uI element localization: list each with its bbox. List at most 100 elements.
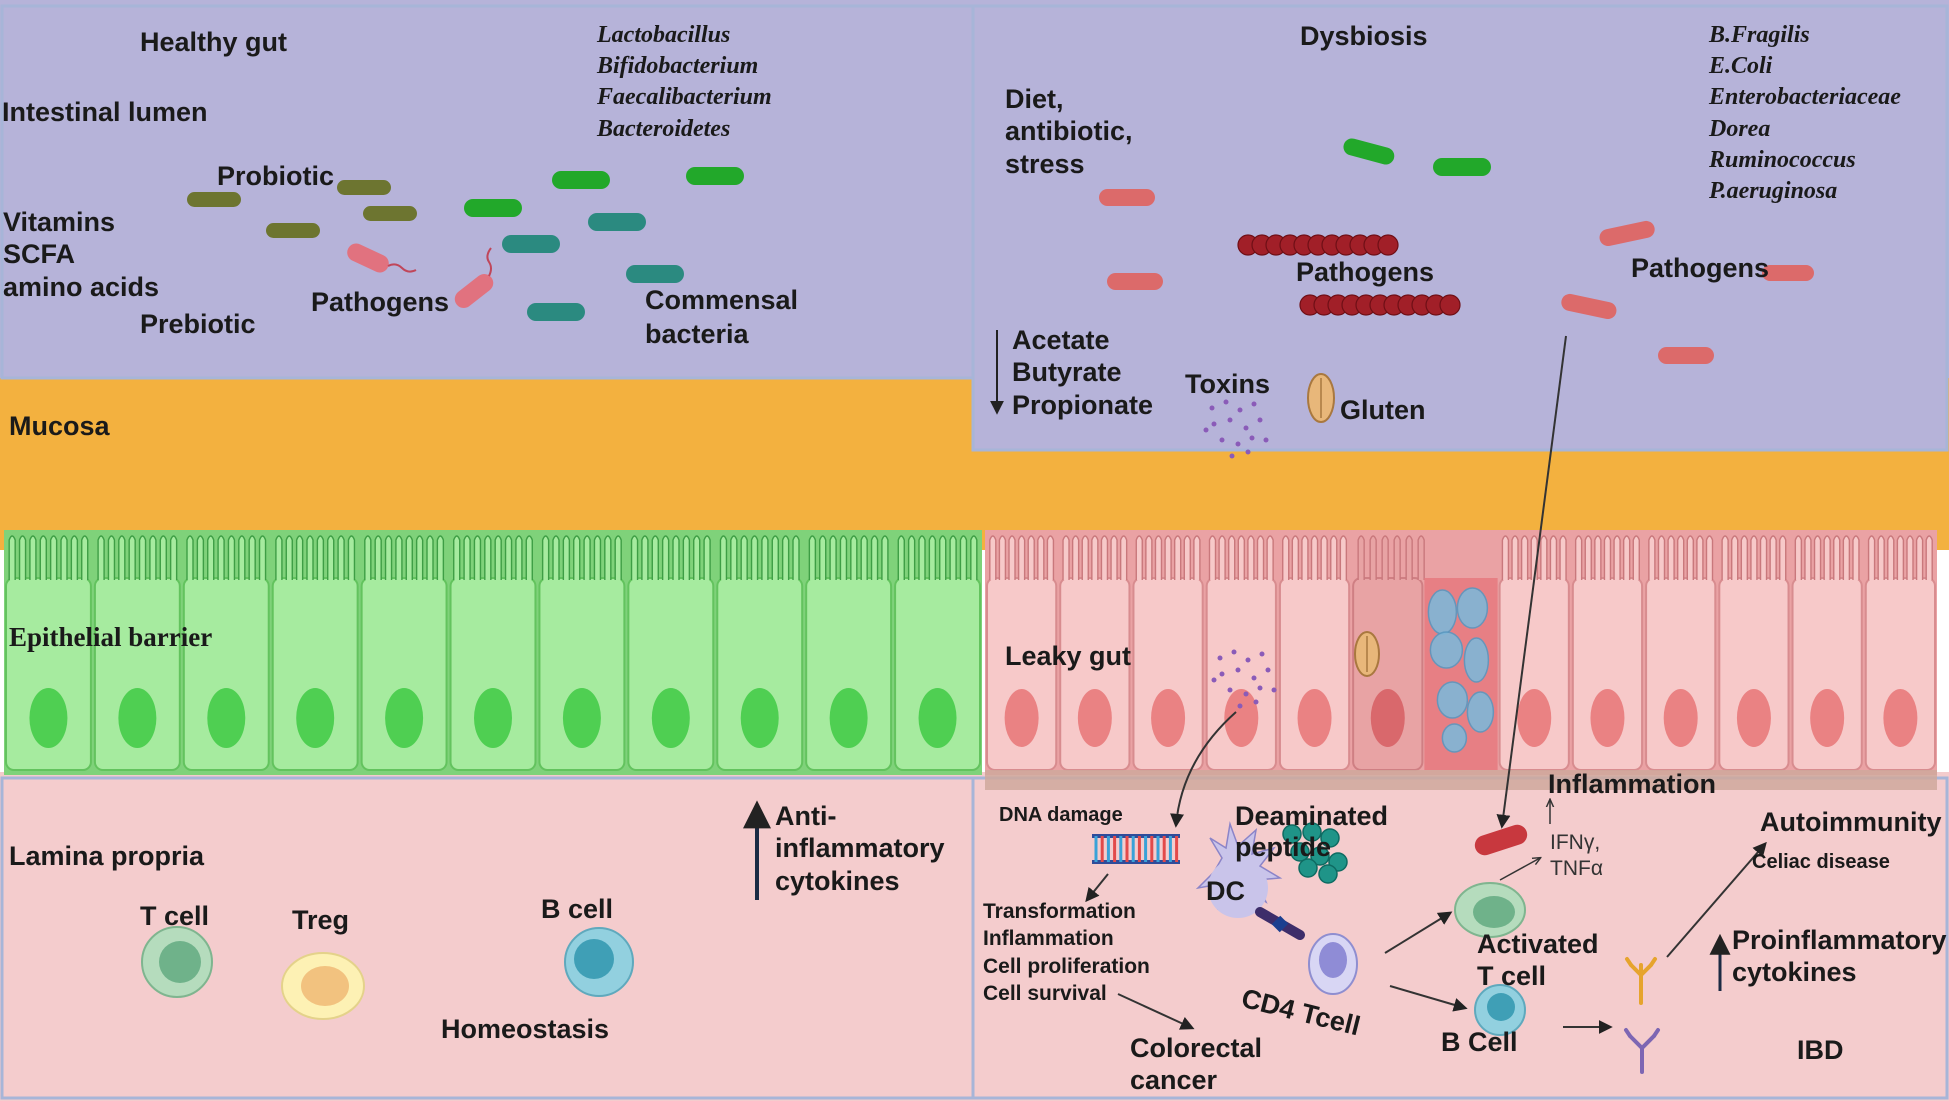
toxin-dot [1229,453,1235,459]
toxin-dot [1237,407,1243,413]
leaky-gut-label: Leaky gut [1005,641,1132,671]
streptococcus-bead [1439,294,1461,316]
healthy-cell-nucleus [118,688,157,748]
tnf-alpha: TNFα [1550,857,1603,881]
species-bacteroidetes: Bacteroidetes [597,115,731,142]
toxin-to-dna-arrow [1170,711,1237,828]
toxin-dot [1249,435,1255,441]
epithelial-barrier-label: Epithelial barrier [9,622,213,652]
toxin-dot [1209,405,1215,411]
commensal-bacteria [464,167,744,321]
scfa-label: Acetate Butyrate Propionate [1012,324,1153,421]
microvilli [1574,535,1640,580]
anti-line-2: inflammatory [775,833,945,864]
healthy-cell-nucleus [296,688,335,748]
species-lactobacillus: Lactobacillus [597,22,731,48]
healthy-cell-nucleus [474,688,512,748]
leaky-cell-nucleus [1663,689,1698,747]
scfa-acetate: Acetate [1012,325,1110,355]
microvilli [364,535,445,580]
deaminated-line-1: Deaminated [1235,801,1389,831]
peptide-bead [1282,824,1302,844]
microvilli [1135,535,1201,580]
healthy-gut-title: Healthy gut [140,27,288,57]
toxin-dot [1251,401,1257,407]
nutrients-label: Vitamins SCFA amino acids [3,206,159,303]
antibody-icon-orange [1625,957,1657,1005]
dendritic-cell-icon [1195,821,1283,918]
microvilli [97,535,178,580]
toxin-dot [1257,685,1263,691]
toxin-dot [1227,687,1233,693]
invading-microbe [1441,723,1468,753]
species-dorea: Dorea [1709,115,1771,142]
nutrient-scfa: SCFA [3,239,76,270]
dna-damage-label: DNA damage [999,804,1123,826]
activated-to-inflammation-arrow [1499,858,1540,881]
healthy-epithelial-cell [627,577,715,771]
effect-transformation: Transformation [983,900,1136,923]
cd4-to-bcell-arrow [1389,985,1468,1012]
deaminated-line-2: peptide [1235,832,1332,863]
toxin-dot [1223,399,1229,405]
leaky-cell-nucleus [1883,689,1918,747]
colorectal-line-2: cancer [1130,1065,1218,1096]
healthy-pathogens-label: Pathogens [311,287,450,317]
species-e-coli: E.Coli [1709,53,1773,80]
pathogen-invasion-arrow [1496,335,1567,829]
survival-to-cancer-arrow [1117,993,1195,1030]
toxin-dot [1237,703,1243,709]
toxin-dot [1263,437,1269,443]
leaky-cell-nucleus [1517,689,1552,747]
dna-effects-label: Transformation Inflammation Cell prolife… [983,898,1150,1007]
mhc-tcr-complex [1255,907,1305,940]
ibd-label: IBD [1797,1035,1844,1065]
species-ruminococcus: Ruminococcus [1709,146,1856,173]
proinflammatory-cytokines-label: Proinflammatory cytokines [1732,924,1947,989]
healthy-cell-nucleus [385,688,424,748]
inflammation-label: Inflammation [1548,769,1717,799]
microvilli [1721,535,1787,580]
b-cell-dysbiosis-label: B Cell [1441,1027,1518,1057]
deaminated-peptide-label: Deaminated peptide [1235,801,1388,863]
dc-label: DC [1206,876,1245,906]
healthy-cell-nucleus [207,688,246,748]
damaged-cell-nucleus [1370,689,1405,747]
anti-line-1: Anti- [775,801,837,831]
healthy-cell-nucleus [562,688,601,748]
dysbiosis-species-list: B.Fragilis E.Coli Enterobacteriaceae Dor… [1709,20,1901,207]
healthy-cell-nucleus [918,688,957,748]
peptide-bead [1302,822,1322,842]
species-b-fragilis: B.Fragilis [1709,22,1810,48]
leaky-cell-nucleus [1004,689,1039,747]
commensal-line-1: Commensal [645,285,799,315]
toxin-dot [1211,421,1217,427]
cd4-t-cell-icon [1308,933,1358,995]
leaky-cell-nucleus [1077,689,1112,747]
anti-line-3: cytokines [775,865,900,896]
microvilli [186,535,267,580]
healthy-epithelial-cell [360,577,448,771]
basement-membrane [985,770,1937,790]
colorectal-cancer-label: Colorectal cancer [1130,1032,1262,1097]
pathogens-right-label: Pathogens [1631,253,1770,283]
cytokine-ifn-tnf-label: IFNγ, TNFα [1550,830,1603,883]
streptococcus-chains [1237,234,1461,316]
scfa-butyrate: Butyrate [1012,357,1122,388]
lamina-propria-label: Lamina propria [9,841,205,871]
peptide-bead [1298,858,1318,878]
autoimmunity-label: Autoimmunity [1760,807,1942,837]
healthy-epithelial-cell [271,577,359,771]
gluten-label: Gluten [1340,395,1426,425]
activated-line-1: Activated [1477,929,1599,959]
effect-inflammation: Inflammation [983,927,1114,951]
healthy-epithelial-cell [182,577,270,771]
microvilli [989,535,1055,580]
pathogens-center-label: Pathogens [1296,257,1435,287]
microvilli [1282,535,1348,580]
cd4-to-activated-arrow [1384,911,1453,954]
toxin-particles [1203,399,1269,459]
microvilli [1648,535,1714,580]
